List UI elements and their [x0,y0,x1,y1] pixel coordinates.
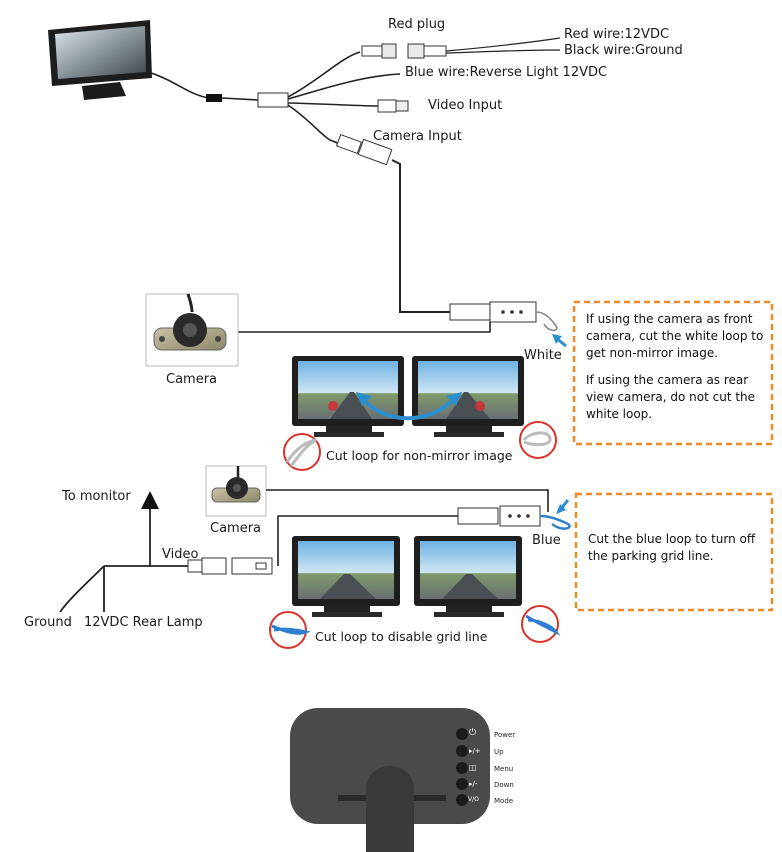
mode-icon: V/O [468,796,479,803]
label-camera-input: Camera Input [373,129,462,144]
camera-image-2 [205,465,267,517]
monitor-mirror-left [292,356,404,437]
label-blue-wire: Blue wire:Reverse Light 12VDC [405,65,608,80]
note-grid-text: Cut the blue loop to turn off the parkin… [588,532,756,563]
button-power[interactable]: ⏻ Power [456,728,516,742]
button-power-label: Power [494,731,516,739]
menu-icon: ◫ [469,763,477,772]
note-mirror-rear: If using the camera as rear view camera,… [586,373,756,421]
camera-image-1 [145,293,239,367]
label-cut-loop-grid: Cut loop to disable grid line [315,629,488,644]
note-box-grid [574,492,774,612]
down-icon: ▸/- [469,780,478,788]
button-mode[interactable]: V/O Mode [456,794,516,808]
camera-input-connector [329,133,450,313]
monitor-back [290,708,490,852]
cut-circle-white-right [519,421,557,459]
label-camera-1: Camera [166,372,218,387]
note-mirror: If using the camera as front camera, cut… [586,311,766,433]
red-plug-connector [361,37,561,59]
button-menu[interactable]: ◫ Menu [456,762,516,776]
camera-cable-2 [266,489,549,566]
up-icon: ▸/+ [469,747,481,755]
label-ground: Ground [24,615,72,630]
label-red-wire: Red wire:12VDC [564,27,670,42]
monitor-top [48,20,152,100]
label-black-wire: Black wire:Ground [564,43,683,58]
label-camera-2: Camera [210,521,262,536]
video-input-connector [377,99,409,113]
label-blue: Blue [532,533,561,548]
label-rear-lamp: 12VDC Rear Lamp [84,615,203,630]
button-up-label: Up [494,748,504,756]
label-white: White [524,348,562,363]
label-red-plug: Red plug [388,17,446,32]
power-icon: ⏻ [469,728,477,738]
camera-connector-2 [457,499,571,530]
cut-circle-blue-right [521,605,561,643]
button-menu-label: Menu [494,765,514,773]
video-plug [187,557,273,575]
label-to-monitor: To monitor [62,489,131,504]
button-down-label: Down [494,781,514,789]
label-video: Video [162,547,199,562]
mirror-arrow [356,392,462,421]
monitor-mirror-right [412,356,524,437]
note-grid: Cut the blue loop to turn off the parkin… [588,531,764,575]
power-harness [147,51,401,141]
note-mirror-front: If using the camera as front camera, cut… [586,312,764,360]
note-box-mirror [572,300,774,446]
camera-connector-1 [236,301,567,348]
monitor-grid-right [414,536,522,617]
button-down[interactable]: ▸/- Down [456,778,516,792]
button-mode-label: Mode [494,797,514,805]
monitor-grid-left [292,536,400,617]
cut-circle-white-left [283,433,321,471]
label-cut-loop-mirror: Cut loop for non-mirror image [326,448,513,463]
video-harness [59,491,188,613]
cut-circle-blue-left [269,611,311,649]
label-video-input: Video Input [428,98,503,113]
button-up[interactable]: ▸/+ Up [456,745,516,759]
